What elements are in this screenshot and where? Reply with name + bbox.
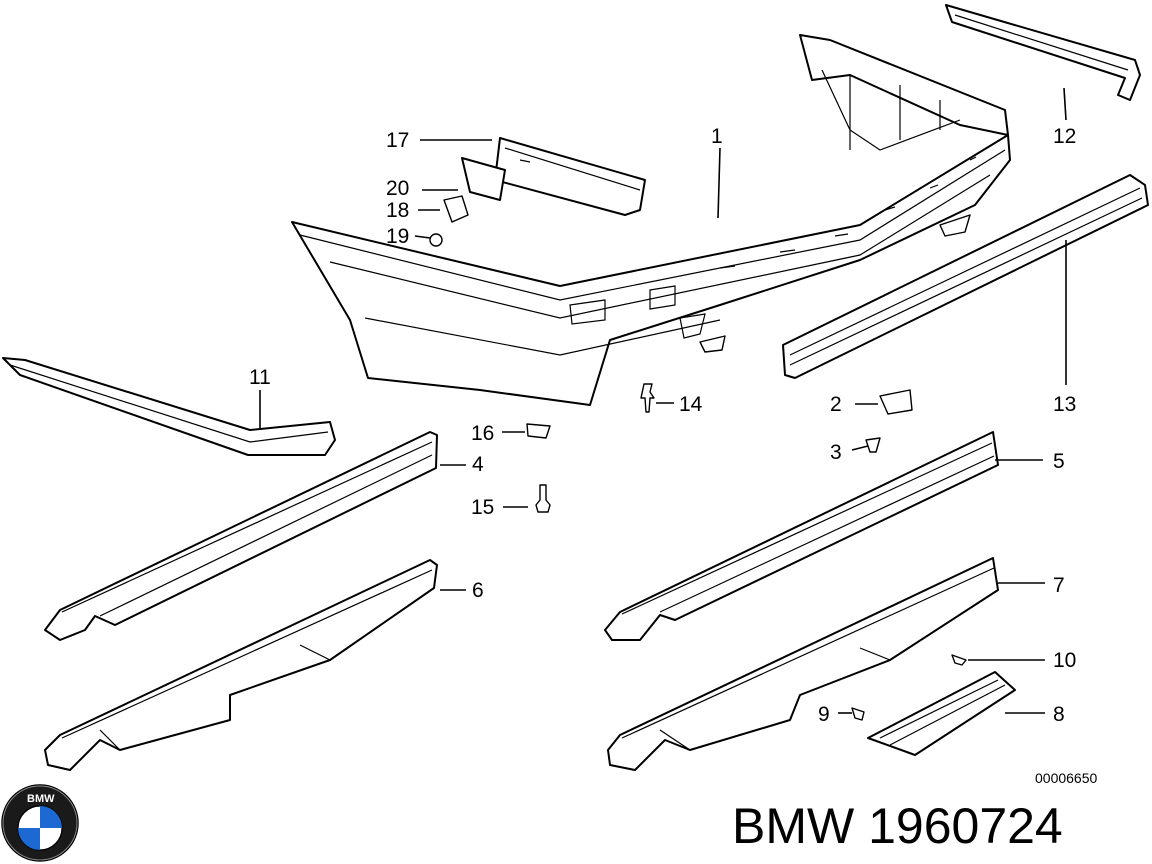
callout-6: 6 bbox=[472, 579, 484, 602]
part-19-nut bbox=[429, 233, 443, 247]
part-1-rear-bumper bbox=[291, 34, 1011, 406]
part-2-cover bbox=[879, 389, 913, 415]
part-13-detail bbox=[789, 187, 1143, 366]
leader-lines bbox=[259, 87, 1067, 714]
drawing-code: 00006650 bbox=[1035, 770, 1098, 786]
part-20-bracket bbox=[461, 157, 506, 201]
part-number-label: BMW 1960724 bbox=[732, 798, 1063, 854]
part-4-spoiler bbox=[44, 431, 438, 641]
callout-14: 14 bbox=[679, 393, 703, 416]
part-5-spoiler bbox=[604, 431, 999, 641]
callout-17: 17 bbox=[386, 129, 409, 152]
part-8-detail bbox=[879, 679, 1006, 746]
callout-8: 8 bbox=[1053, 703, 1065, 726]
part-10-clip bbox=[951, 654, 967, 666]
part-15-screw bbox=[535, 484, 551, 513]
callout-9: 9 bbox=[818, 703, 830, 726]
part-6-spoiler bbox=[44, 559, 438, 771]
part-12-detail bbox=[954, 14, 1129, 71]
callout-20: 20 bbox=[386, 177, 409, 200]
callout-10: 10 bbox=[1053, 649, 1076, 672]
part-13-trim-strip bbox=[782, 174, 1149, 379]
callout-4: 4 bbox=[472, 453, 484, 476]
part-11-trim-strip bbox=[2, 357, 336, 456]
bmw-roundel-icon: BMW bbox=[1, 784, 79, 862]
part-18-clip bbox=[443, 195, 469, 223]
part-16-nut bbox=[526, 423, 551, 439]
part-14-rivet bbox=[640, 383, 655, 413]
part-11-detail bbox=[9, 364, 329, 443]
callout-5: 5 bbox=[1053, 450, 1065, 473]
callout-1: 1 bbox=[711, 125, 723, 148]
bmw-logo-letters: BMW bbox=[27, 793, 55, 805]
callout-12: 12 bbox=[1053, 125, 1076, 148]
part-7-spoiler bbox=[607, 557, 999, 771]
callout-15: 15 bbox=[471, 496, 494, 519]
callout-2: 2 bbox=[830, 393, 842, 416]
callout-11: 11 bbox=[249, 366, 271, 389]
callout-19: 19 bbox=[386, 225, 409, 248]
part-12-trim-strip bbox=[945, 4, 1141, 101]
part-8-grille bbox=[867, 671, 1016, 756]
callout-3: 3 bbox=[830, 441, 842, 464]
callout-18: 18 bbox=[386, 199, 409, 222]
callout-7: 7 bbox=[1053, 574, 1065, 597]
part-9-clip bbox=[851, 707, 865, 721]
part-17-bracket bbox=[494, 137, 646, 216]
part-17-detail bbox=[504, 147, 641, 191]
callout-13: 13 bbox=[1053, 393, 1076, 416]
part-3-clip bbox=[865, 437, 881, 453]
callout-16: 16 bbox=[471, 422, 494, 445]
callout-labels: 1 2 3 4 5 6 7 8 9 10 11 12 13 14 15 16 1… bbox=[249, 125, 1076, 726]
